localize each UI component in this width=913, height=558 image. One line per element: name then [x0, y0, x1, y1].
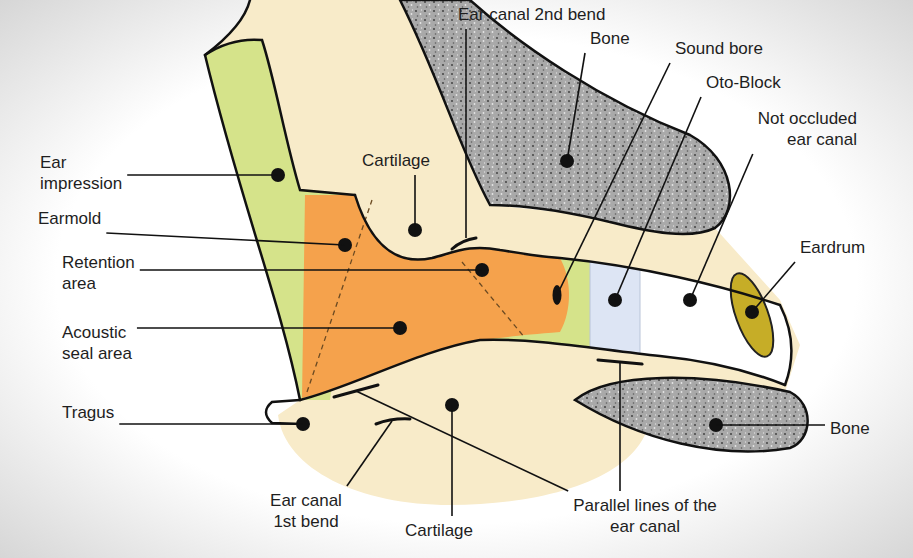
leader-line [140, 269, 482, 271]
leader-line [451, 405, 453, 516]
part-label: Ear canal 1st bend [258, 490, 354, 532]
leader-line [137, 327, 400, 329]
leader-line [347, 421, 392, 486]
leader-line [615, 97, 701, 300]
earmold [302, 195, 569, 398]
leader-line [567, 53, 585, 161]
part-label: Eardrum [800, 237, 865, 258]
bone-lower [575, 378, 808, 452]
part-label: Earmold [38, 208, 101, 229]
part-label: Bone [830, 418, 870, 439]
part-label: Tragus [62, 402, 114, 423]
bend-marker [376, 419, 410, 424]
part-label: Sound bore [675, 38, 763, 59]
leader-line [106, 233, 345, 245]
impression-outline [205, 40, 355, 195]
callout-dots [271, 154, 759, 432]
leader-line [619, 362, 621, 491]
cartilage-region [205, 0, 800, 505]
leader-line [752, 262, 795, 312]
bone-upper [400, 0, 730, 234]
part-label: Ear canal 2nd bend [458, 4, 605, 25]
leader-line [119, 423, 303, 425]
part-label: Not occluded ear canal [745, 108, 857, 150]
leader-line [690, 154, 753, 300]
leader-line [465, 29, 467, 238]
part-label: Parallel lines of the ear canal [565, 495, 725, 537]
leader-line [414, 175, 416, 230]
eardrum [722, 268, 782, 362]
part-label: Cartilage [405, 520, 473, 541]
leader-line [356, 391, 568, 491]
part-label: Retention area [62, 252, 152, 294]
leader-line [557, 63, 670, 295]
tragus-outline [266, 400, 302, 424]
leader-line [716, 424, 825, 426]
bend-marker [452, 238, 476, 249]
part-label: Oto-Block [706, 72, 781, 93]
part-label: Bone [590, 28, 630, 49]
seal-boundary [307, 200, 372, 392]
part-label: Acoustic seal area [62, 322, 152, 364]
leader-line [127, 174, 278, 176]
markers [334, 238, 642, 424]
canal-lower-wall [300, 340, 785, 400]
part-label: Ear impression [40, 152, 140, 194]
outer-outline [205, 0, 300, 400]
outlines [205, 0, 791, 424]
part-label: Cartilage [362, 150, 430, 171]
seal-boundary [462, 262, 525, 338]
